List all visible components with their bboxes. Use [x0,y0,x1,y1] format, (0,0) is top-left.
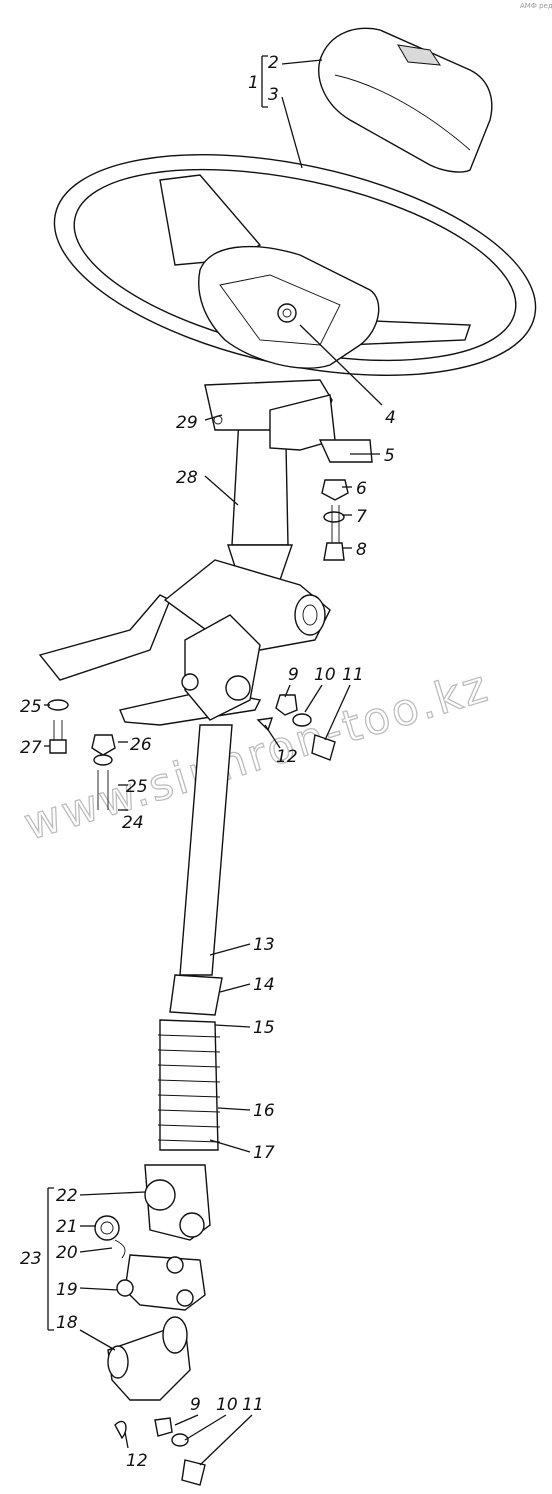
label-19: 19 [56,1280,78,1300]
rubber-boot-part [157,974,223,1151]
horn-pad-part [318,27,493,173]
label-9b: 9 [190,1395,201,1415]
label-15: 15 [253,1018,275,1038]
label-6: 6 [356,479,367,499]
corner-mark: АМФ ред [520,2,552,10]
callout-labels: 1 2 3 4 5 6 7 8 9 10 11 12 13 14 15 16 1… [20,53,396,1471]
steering-wheel-part [53,154,537,376]
fasteners-lower [114,1417,206,1486]
label-10a: 10 [314,665,336,685]
label-23: 23 [20,1249,42,1269]
universal-joint-part [94,1164,211,1401]
label-22: 22 [56,1186,78,1206]
label-14: 14 [253,975,275,995]
fasteners-left [47,699,116,810]
label-25a: 25 [20,697,42,717]
label-11a: 11 [342,665,364,685]
fasteners-middle [256,694,336,761]
label-3: 3 [268,85,279,105]
label-16: 16 [253,1101,275,1121]
intermediate-shaft-part [179,724,233,976]
label-28: 28 [176,468,198,488]
leader-lines [44,55,383,1466]
label-21: 21 [56,1217,78,1237]
label-24: 24 [122,813,144,833]
label-12b: 12 [126,1451,148,1471]
label-5: 5 [384,446,395,466]
label-29: 29 [176,413,198,433]
label-4: 4 [385,408,396,428]
fasteners-upper [321,479,349,561]
label-9a: 9 [288,665,299,685]
label-11b: 11 [242,1395,264,1415]
label-27: 27 [20,738,42,758]
label-10b: 10 [216,1395,238,1415]
label-8: 8 [356,540,367,560]
label-13: 13 [253,935,275,955]
steering-column-tube-part [204,379,373,583]
label-25b: 25 [126,777,148,797]
label-17: 17 [253,1143,275,1163]
label-26: 26 [130,735,152,755]
label-20: 20 [56,1243,78,1263]
label-18: 18 [56,1313,78,1333]
column-mounting-bracket-part [38,559,331,726]
label-2: 2 [268,53,279,73]
label-7: 7 [356,507,367,527]
label-1: 1 [248,73,259,93]
watermark-text: www.sinhron-too.kz [18,660,495,850]
label-12a: 12 [276,747,298,767]
